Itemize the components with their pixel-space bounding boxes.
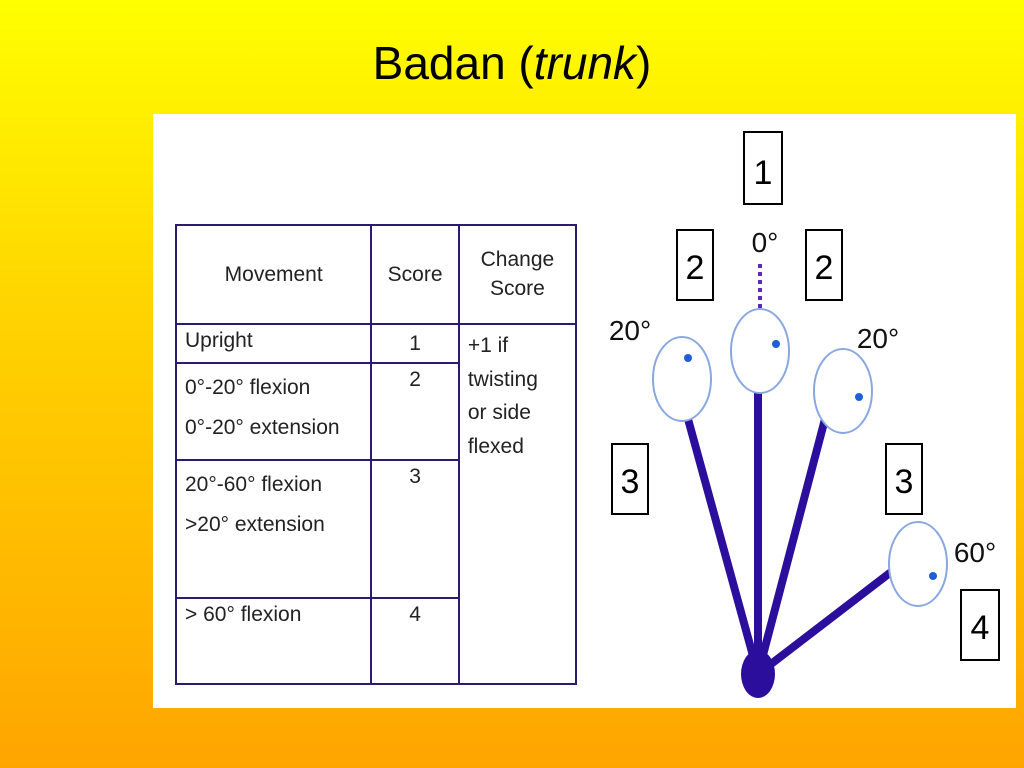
head-eye-dot — [929, 572, 937, 580]
content-panel: Movement Score Change Score Upright 1 +1… — [153, 114, 1016, 708]
angle-label-20-right: 20° — [857, 323, 899, 354]
table-row: > 60° flexion 4 — [174, 596, 576, 686]
score-box-label: 3 — [621, 463, 640, 501]
angle-label-60: 60° — [954, 537, 996, 568]
score-box-label: 3 — [895, 463, 914, 501]
score-box-2-right: 2 — [805, 229, 843, 301]
movement-cell: 0°-20° flexion 0°-20° extension — [174, 361, 373, 461]
angle-label-0: 0° — [752, 227, 779, 258]
head-20-left — [652, 336, 712, 422]
table-row: 0°-20° flexion 0°-20° extension 2 — [174, 361, 576, 461]
score-table: Movement Score Change Score Upright 1 +1… — [174, 223, 578, 686]
score-box-label: 2 — [686, 249, 705, 287]
score-box-1: 1 — [743, 131, 783, 205]
movement-text: >20° extension — [185, 512, 325, 536]
score-box-3-right: 3 — [885, 443, 923, 515]
header-score: Score — [370, 223, 460, 326]
head-60 — [888, 521, 948, 607]
change-line: or side — [467, 401, 531, 425]
table-row: 20°-60° flexion >20° extension 3 — [174, 458, 576, 599]
trunk-line-60 — [754, 565, 899, 678]
header-change-line2: Score — [489, 276, 545, 300]
movement-text: 20°-60° flexion — [185, 472, 323, 496]
movement-text: 0°-20° extension — [185, 415, 340, 439]
score-box-label: 2 — [815, 249, 834, 287]
header-change-line1: Change — [480, 248, 555, 272]
trunk-angle-diagram: 1 2 2 3 3 4 0° 20° 20° 60° — [609, 131, 1000, 698]
movement-cell: 20°-60° flexion >20° extension — [174, 458, 373, 599]
angle-label-20-left: 20° — [609, 315, 651, 346]
head-eye-dot — [855, 393, 863, 401]
head-eye-dot — [772, 340, 780, 348]
table-header-row: Movement Score Change Score — [174, 223, 578, 326]
score-box-2-left: 2 — [676, 229, 714, 301]
change-line: +1 if — [467, 334, 509, 358]
title-close: ) — [636, 37, 652, 89]
score-box-label: 1 — [754, 154, 773, 192]
movement-text: 0°-20° flexion — [185, 375, 311, 399]
score-cell: 2 — [370, 361, 460, 461]
table-row: Upright 1 +1 if twisting or side flexed — [174, 323, 578, 685]
movement-cell: > 60° flexion — [174, 596, 373, 686]
score-cell: 3 — [370, 458, 460, 599]
trunk-line-20-left — [684, 415, 762, 678]
hip-joint — [741, 650, 775, 698]
slide-title: Badan (trunk) — [0, 36, 1024, 90]
score-box-label: 4 — [971, 609, 990, 647]
title-main: Badan ( — [372, 37, 534, 89]
score-box-4: 4 — [960, 589, 1000, 661]
head-20-right — [813, 348, 873, 434]
head-eye-dot — [684, 354, 692, 362]
score-cell: 1 — [370, 323, 460, 364]
movement-cell: Upright — [174, 323, 373, 364]
trunk-line-20-right — [754, 415, 829, 678]
change-score-cell: +1 if twisting or side flexed — [457, 323, 578, 685]
movement-text: > 60° flexion — [185, 602, 302, 626]
score-box-3-left: 3 — [611, 443, 649, 515]
header-movement: Movement — [174, 223, 373, 326]
title-italic: trunk — [533, 37, 637, 89]
header-change-score: Change Score — [457, 223, 578, 326]
movement-text: Upright — [185, 329, 253, 353]
change-line: flexed — [467, 434, 524, 458]
change-line: twisting — [467, 367, 538, 391]
head-upright — [730, 308, 790, 394]
score-cell: 4 — [370, 596, 460, 686]
